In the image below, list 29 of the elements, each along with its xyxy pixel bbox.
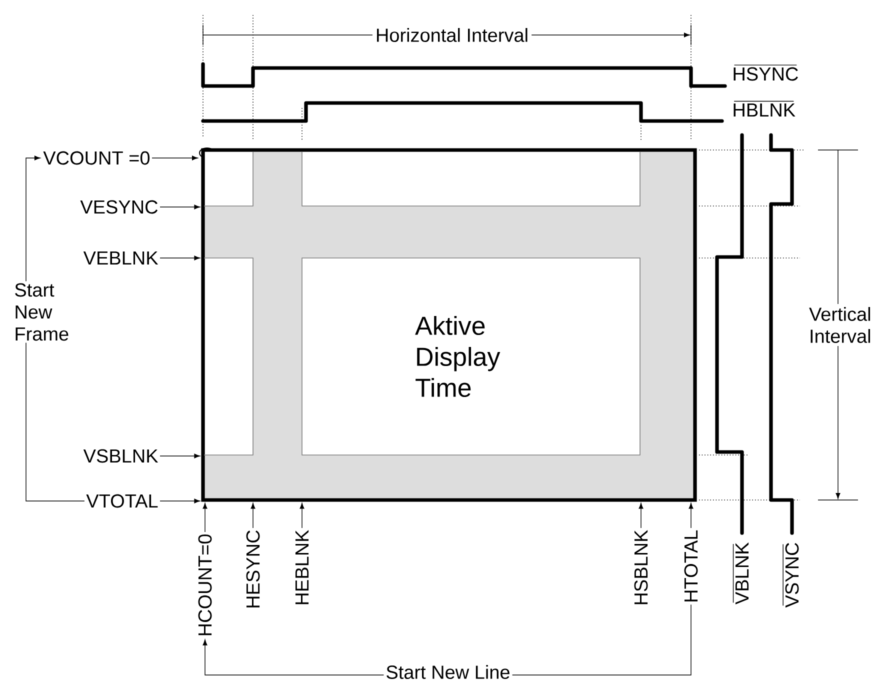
register-label: VCOUNT =0	[43, 151, 150, 165]
arrow	[688, 502, 694, 528]
edge-label: Start New Line	[384, 663, 512, 681]
arrow	[152, 156, 198, 160]
dimension-label: Horizontal Interval	[372, 25, 532, 45]
signal-label: VBLNK	[732, 542, 749, 604]
register-label: VESYNC	[80, 200, 158, 214]
register-label: HESYNC	[246, 530, 260, 608]
register-label: VTOTAL	[86, 494, 158, 508]
dimension-label: Vertical Interval	[806, 304, 874, 346]
register-label: HTOTAL	[684, 530, 698, 602]
active-display-area: Aktive Display Time	[302, 258, 640, 456]
signal-label: HSYNC	[734, 64, 798, 81]
arrow	[160, 256, 200, 260]
arrow	[202, 502, 208, 532]
register-label: HEBLNK	[295, 530, 309, 604]
arrow	[160, 454, 200, 458]
register-label: VSBLNK	[83, 449, 158, 463]
signal-label: HBLNK	[734, 100, 796, 117]
register-label: HSBLNK	[634, 530, 648, 604]
arrow	[250, 502, 256, 528]
register-label: HCOUNT=0	[198, 534, 212, 636]
edge-label: Start New Frame	[12, 281, 88, 343]
arrow	[160, 204, 200, 210]
arrow	[160, 498, 200, 504]
arrow	[638, 502, 644, 528]
register-label: VEBLNK	[83, 251, 158, 265]
arrow	[300, 502, 304, 528]
signal-label: VSYNC	[782, 542, 799, 608]
